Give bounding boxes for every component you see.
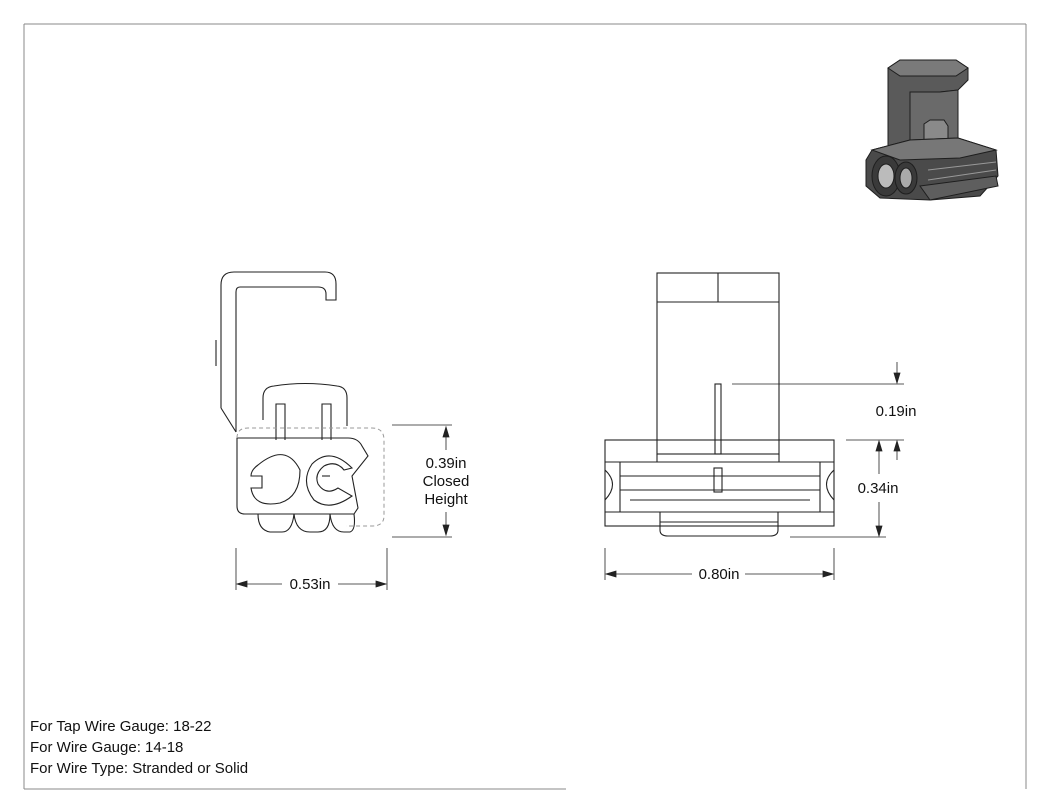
side-width-value: 0.53in [290,576,331,593]
closed-height-label-2: Height [424,491,468,508]
side-dimension-lines [235,424,452,590]
front-view [604,272,835,537]
spec-notes: For Tap Wire Gauge: 18-22 For Wire Gauge… [30,716,550,779]
front-dimension-lines [604,362,904,580]
sheet-frame [23,23,1027,790]
tab-height-value: 0.19in [876,403,917,420]
side-view [215,271,369,533]
connector-3d-icon [865,59,999,201]
note-wire-gauge: For Wire Gauge: 14-18 [30,739,184,756]
note-tap-wire-gauge: For Tap Wire Gauge: 18-22 [30,718,212,735]
front-width-value: 0.80in [699,566,740,583]
body-height-value: 0.34in [858,480,899,497]
closed-outline-dashed [236,427,385,527]
closed-height-label-1: Closed [423,473,470,490]
closed-height-value: 0.39in [426,455,467,472]
note-wire-type: For Wire Type: Stranded or Solid [30,760,249,777]
